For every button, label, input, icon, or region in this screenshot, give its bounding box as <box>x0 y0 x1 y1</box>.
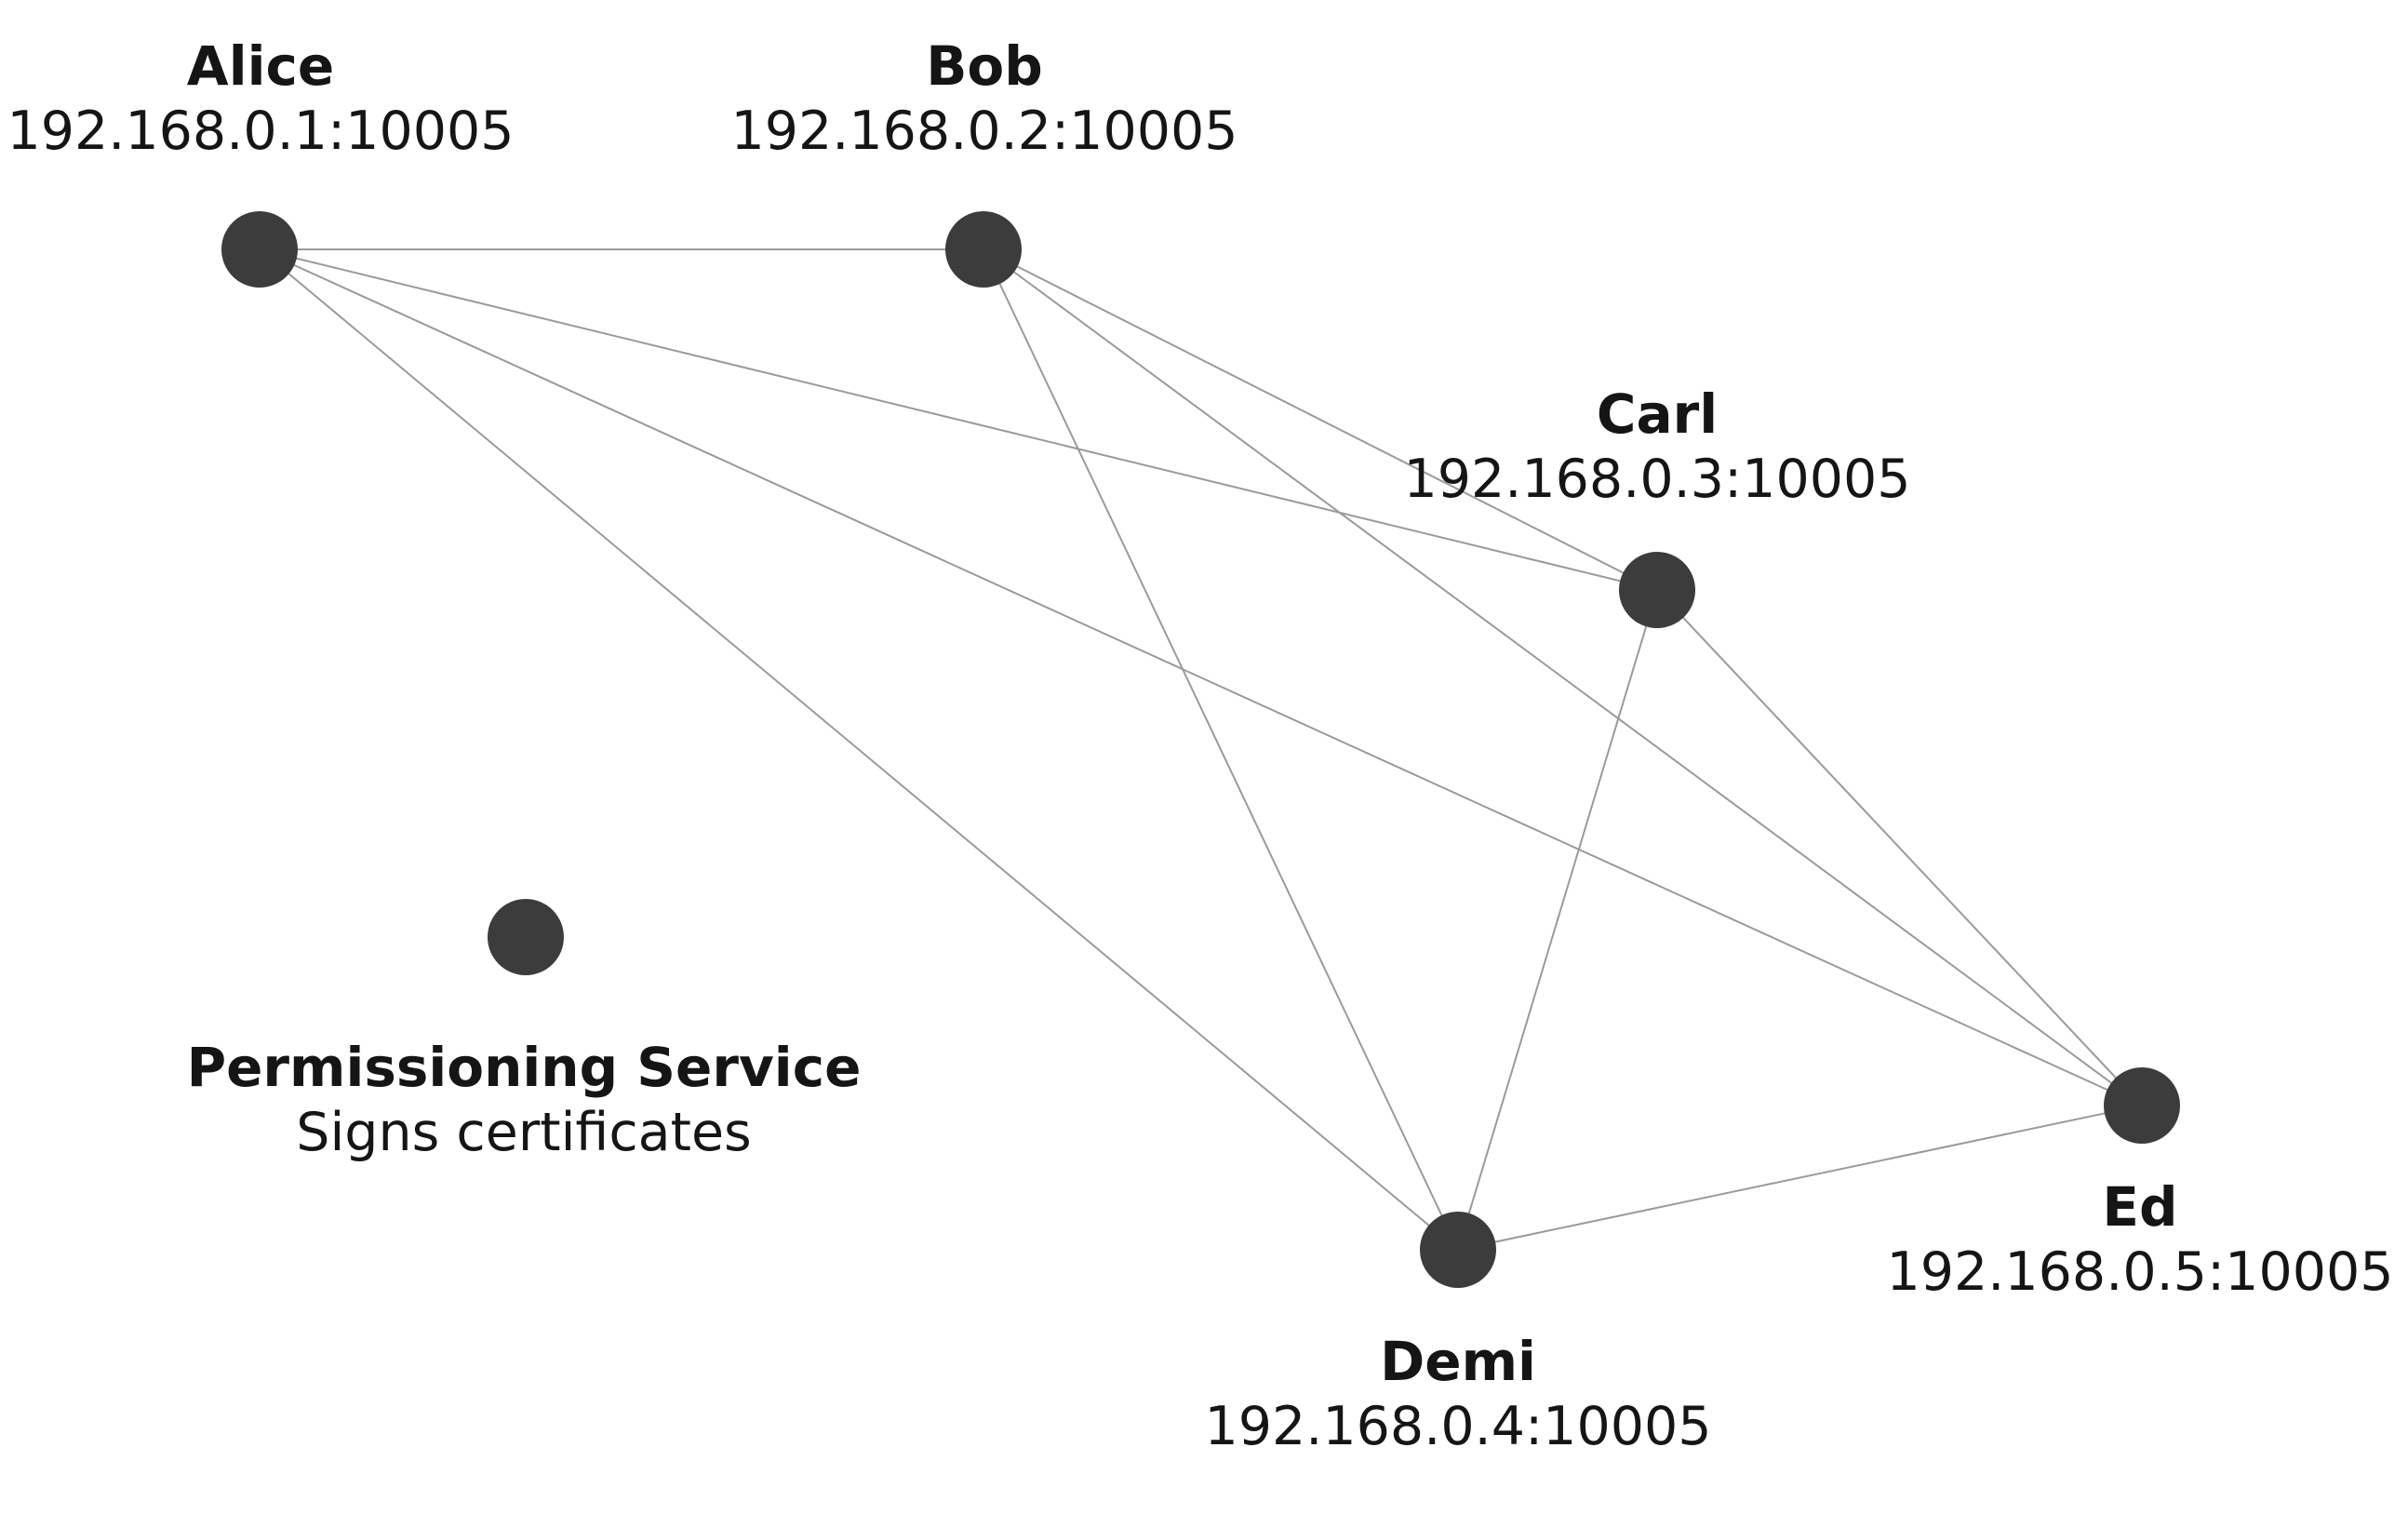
node-carl <box>1619 552 1695 628</box>
node-demi <box>1420 1212 1496 1288</box>
node-name: Carl <box>1596 382 1719 446</box>
node-bob <box>945 211 1022 288</box>
node-address: 192.168.0.3:10005 <box>1403 448 1911 510</box>
node-label-ed: Ed 192.168.0.5:10005 <box>1886 1174 2393 1305</box>
node-name: Bob <box>926 34 1043 98</box>
node-name: Ed <box>2102 1175 2178 1239</box>
node-address: 192.168.0.1:10005 <box>7 100 515 162</box>
edge-alice-ed <box>259 248 2143 1106</box>
nodes-group <box>221 211 2180 1288</box>
node-ed <box>2104 1067 2180 1144</box>
edge-carl-ed <box>1656 589 2143 1106</box>
edge-alice-carl <box>259 248 1658 591</box>
node-label-alice: Alice 192.168.0.1:10005 <box>7 34 514 164</box>
node-name: Alice <box>186 34 335 98</box>
edge-carl-demi <box>1457 589 1658 1251</box>
edges-group <box>259 248 2143 1251</box>
edge-alice-demi <box>259 248 1459 1251</box>
node-address: 192.168.0.4:10005 <box>1204 1395 1712 1457</box>
node-alice <box>221 211 298 288</box>
node-description: Signs certificates <box>296 1101 752 1163</box>
node-label-permissioning-service: Permissioning Service Signs certificates <box>187 1035 862 1165</box>
node-label-demi: Demi 192.168.0.4:10005 <box>1204 1329 1711 1459</box>
node-permissioning <box>488 899 564 975</box>
edge-bob-ed <box>983 248 2143 1106</box>
node-name: Demi <box>1380 1330 1536 1393</box>
node-address: 192.168.0.5:10005 <box>1886 1240 2394 1303</box>
node-name: Permissioning Service <box>186 1036 862 1099</box>
edge-bob-demi <box>983 248 1459 1251</box>
edge-bob-carl <box>983 248 1658 591</box>
edge-demi-ed <box>1457 1105 2143 1251</box>
node-address: 192.168.0.2:10005 <box>730 100 1238 162</box>
node-label-carl: Carl 192.168.0.3:10005 <box>1403 382 1910 512</box>
node-label-bob: Bob 192.168.0.2:10005 <box>730 34 1237 164</box>
